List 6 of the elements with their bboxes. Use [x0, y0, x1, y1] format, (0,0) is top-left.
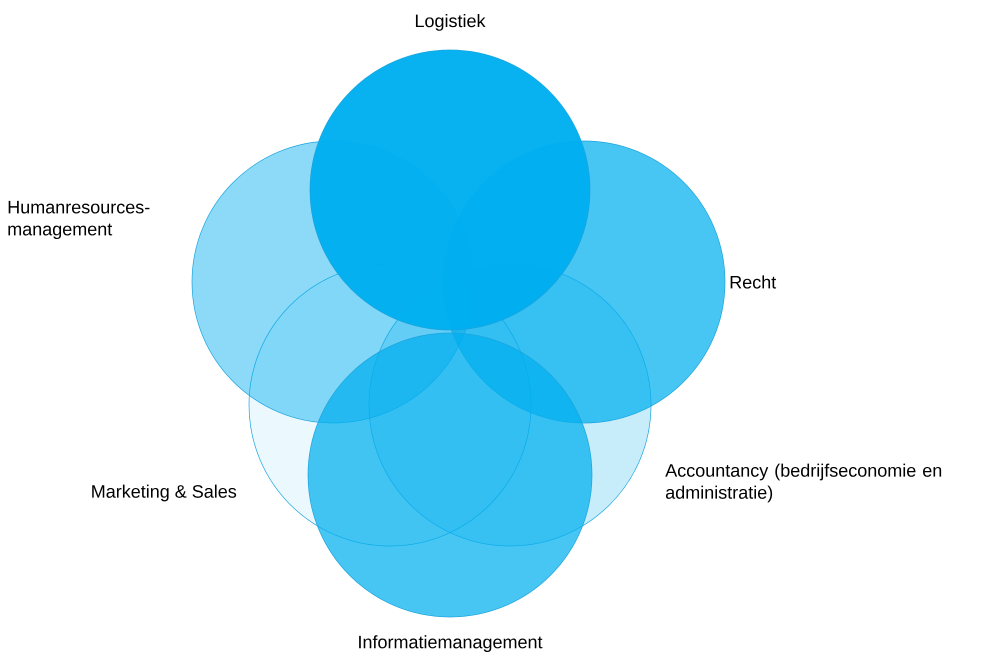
- circle-label: Recht: [730, 275, 776, 289]
- circle-label: Logistiek: [416, 14, 486, 31]
- circle-label: Humanresources- management: [8, 200, 150, 240]
- circle-label: Accountancy (bedrijfseconomie en administratie): [665, 464, 942, 502]
- circle-label: Informatiemanagement: [359, 635, 542, 652]
- circle-label: Marketing & Sales: [92, 484, 236, 502]
